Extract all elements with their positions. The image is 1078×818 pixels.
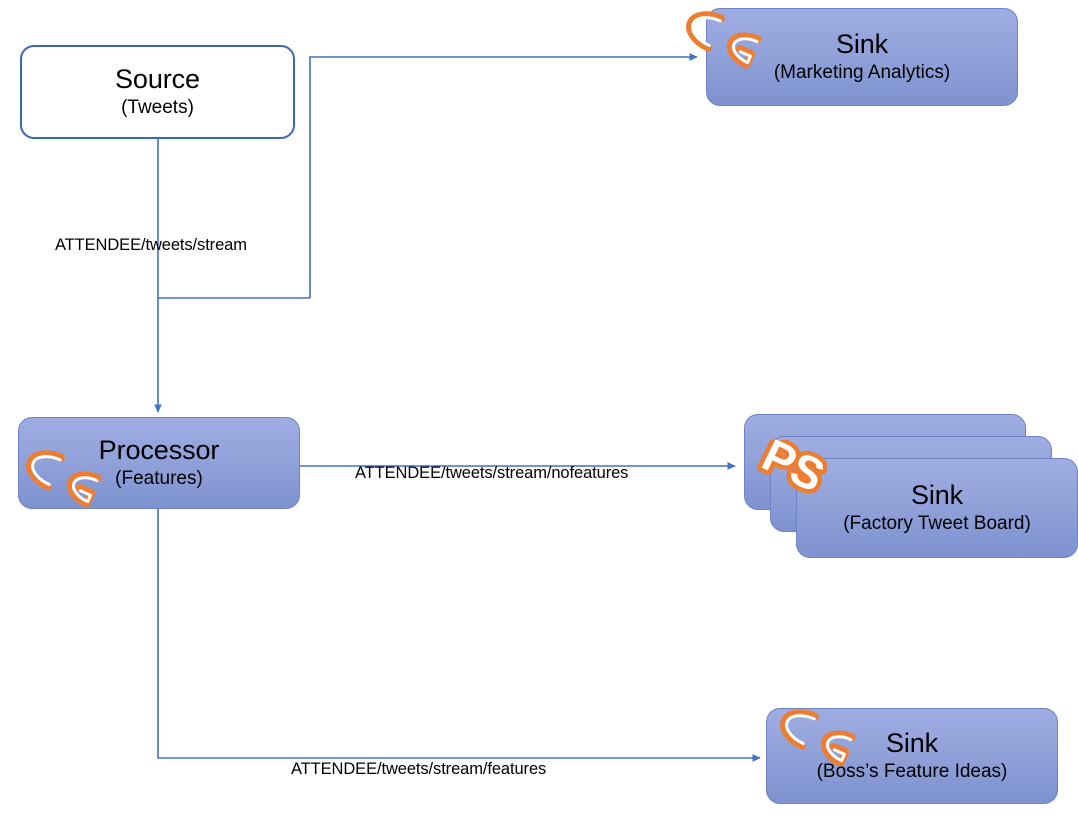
node-sink-marketing-title: Sink (835, 29, 889, 60)
node-sink-boss-title: Sink (885, 728, 939, 759)
node-source[interactable]: Source (Tweets) (20, 45, 295, 139)
connector-processor-to-boss (157, 509, 761, 762)
node-sink-factory[interactable]: Sink (Factory Tweet Board) (796, 458, 1078, 558)
node-sink-boss[interactable]: Sink (Boss’s Feature Ideas) (766, 708, 1058, 804)
node-sink-boss-subtitle: (Boss’s Feature Ideas) (816, 760, 1008, 782)
edge-label-processor-to-boss: ATTENDEE/tweets/stream/features (291, 760, 547, 778)
node-sink-marketing[interactable]: Sink (Marketing Analytics) (706, 8, 1018, 106)
node-sink-marketing-subtitle: (Marketing Analytics) (773, 61, 951, 83)
connector-source-to-marketing (309, 53, 698, 298)
edge-label-processor-to-factory: ATTENDEE/tweets/stream/nofeatures (355, 464, 629, 482)
node-sink-factory-title: Sink (910, 480, 964, 511)
node-source-title: Source (115, 64, 200, 95)
node-source-subtitle: (Tweets) (121, 96, 194, 118)
node-processor[interactable]: Processor (Features) (18, 417, 300, 509)
node-processor-subtitle: (Features) (115, 467, 203, 489)
node-processor-title: Processor (98, 435, 220, 466)
edge-label-source-to-processor: ATTENDEE/tweets/stream (55, 236, 247, 254)
node-sink-factory-subtitle: (Factory Tweet Board) (843, 512, 1031, 534)
